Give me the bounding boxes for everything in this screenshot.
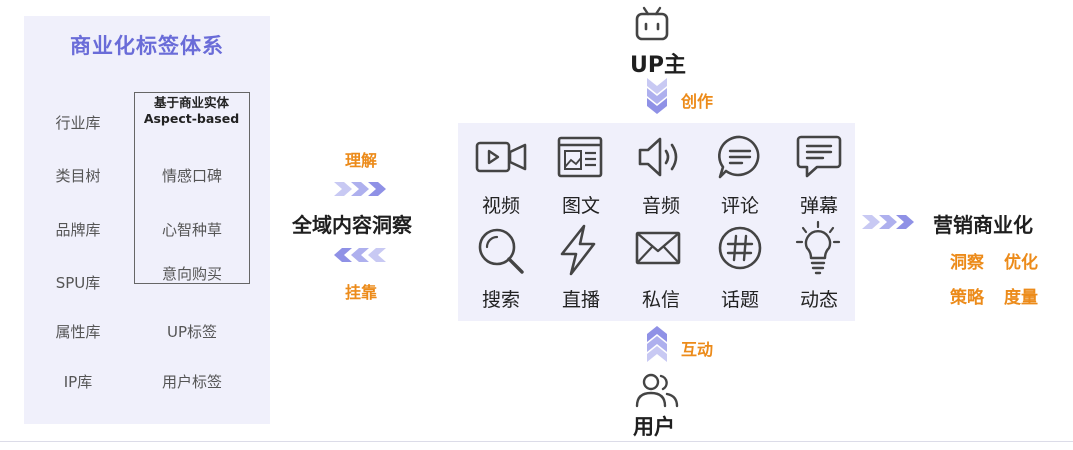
library-spu: SPU库 — [55, 274, 101, 292]
right-chevron-arrows — [334, 182, 386, 196]
users-icon — [635, 373, 679, 408]
understand-label: 理解 — [345, 151, 378, 170]
library-brand: 品牌库 — [55, 221, 101, 239]
content-label-search: 搜索 — [481, 289, 520, 311]
content-label-danmaku: 弹幕 — [799, 195, 838, 217]
image-text-icon — [557, 136, 603, 178]
output-optimize: 优化 — [1004, 253, 1038, 273]
speaker-icon — [638, 137, 678, 177]
mail-icon — [635, 231, 681, 265]
aspect-item-purchase-intent: 意向购买 — [161, 265, 222, 283]
aspect-item-mindshare: 心智种草 — [161, 221, 222, 239]
hashtag-icon — [718, 226, 762, 270]
content-label-audio: 音频 — [641, 195, 680, 217]
search-icon — [478, 228, 524, 274]
content-insight-label: 全域内容洞察 — [292, 213, 412, 237]
panel-title: 商业化标签体系 — [70, 34, 224, 58]
lightning-icon — [560, 224, 596, 276]
library-attribute: 属性库 — [55, 323, 101, 341]
content-label-image-text: 图文 — [561, 195, 600, 217]
aspect-title-line2: Aspect-based — [143, 111, 240, 126]
comment-icon — [718, 135, 760, 179]
rely-label: 挂靠 — [345, 283, 378, 302]
library-ip: IP库 — [63, 373, 93, 391]
left-chevron-arrows — [334, 248, 386, 262]
interact-label: 互动 — [681, 340, 714, 359]
danmaku-icon — [796, 135, 842, 178]
commercial-tag-system-panel: 商业化标签体系 行业库 类目树 品牌库 SPU库 属性库 IP库 基于商业实体 … — [24, 16, 270, 424]
aspect-item-sentiment: 情感口碑 — [161, 167, 222, 185]
user-tag: 用户标签 — [161, 373, 222, 391]
output-measure: 度量 — [1004, 288, 1038, 308]
user-label: 用户 — [633, 415, 675, 439]
marketing-commercialization-label: 营销商业化 — [933, 213, 1033, 237]
content-label-private-message: 私信 — [641, 289, 680, 311]
output-strategy: 策略 — [950, 288, 984, 308]
down-chevron-arrows — [647, 78, 667, 114]
aspect-box-title: 基于商业实体 Aspect-based — [135, 95, 248, 127]
output-chevron-arrows — [862, 215, 914, 229]
output-insight: 洞察 — [950, 253, 984, 273]
library-category-tree: 类目树 — [55, 167, 101, 185]
up-chevron-arrows — [647, 326, 667, 362]
video-icon — [475, 141, 527, 173]
content-label-live: 直播 — [561, 289, 600, 311]
content-label-topic: 话题 — [720, 289, 759, 311]
lightbulb-icon — [795, 220, 841, 275]
tv-icon — [635, 6, 669, 41]
content-label-video: 视频 — [481, 195, 520, 217]
create-label: 创作 — [681, 92, 714, 111]
content-label-comment: 评论 — [720, 195, 759, 217]
library-industry: 行业库 — [55, 114, 101, 132]
aspect-title-line1: 基于商业实体 — [153, 95, 229, 110]
aspect-based-box: 基于商业实体 Aspect-based — [134, 92, 250, 284]
bottom-divider — [0, 441, 1073, 442]
content-label-moments: 动态 — [799, 289, 838, 311]
up-tag: UP标签 — [166, 323, 218, 341]
up-creator-label: UP主 — [630, 53, 686, 78]
